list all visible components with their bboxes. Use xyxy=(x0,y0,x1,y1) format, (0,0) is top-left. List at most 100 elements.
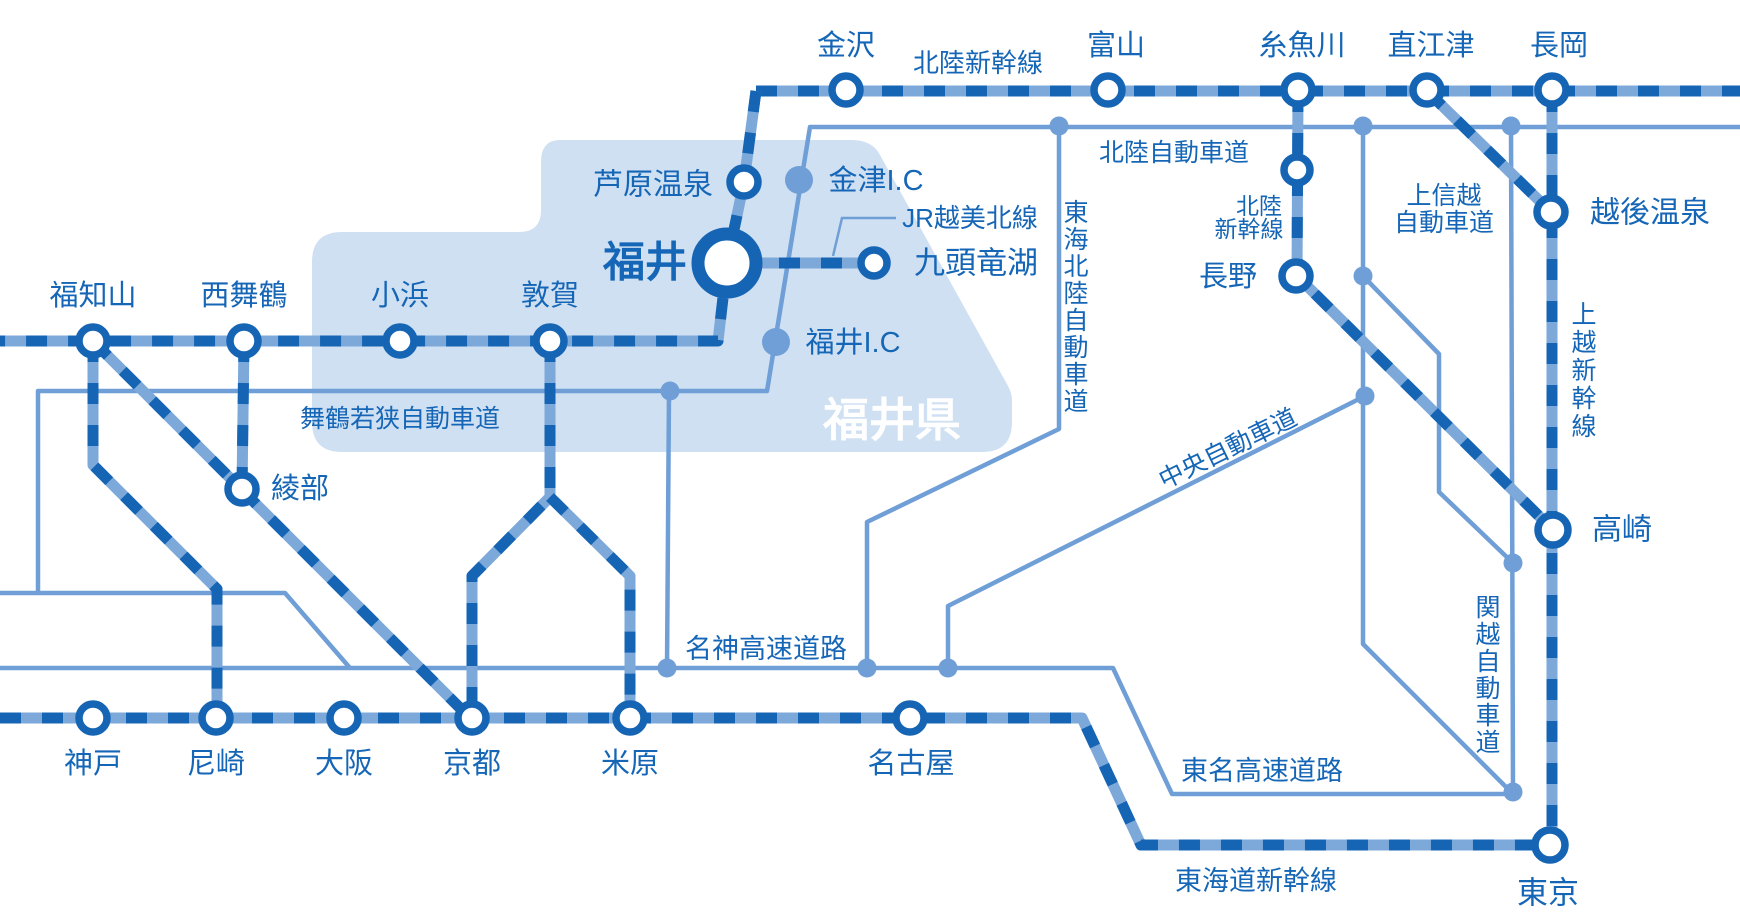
station-tokyo xyxy=(1531,826,1569,864)
label-kuzuryuko: 九頭竜湖 xyxy=(914,246,1038,281)
label-obama: 小浜 xyxy=(371,280,429,312)
road-junction-dot-8 xyxy=(1355,386,1375,406)
label-amagasaki: 尼崎 xyxy=(187,747,245,780)
station-amagasaki xyxy=(198,700,234,736)
kanetsu-expressway xyxy=(1508,125,1516,795)
label-kanetsu-expwy-char-5: 道 xyxy=(1475,729,1500,757)
label-maibara: 米原 xyxy=(601,747,659,780)
fukuchiyama-line xyxy=(87,341,223,718)
label-tokai-hokuriku-expwy-char-2: 北 xyxy=(1063,253,1088,281)
label-fukui-pref: 福井県 xyxy=(822,394,961,446)
label-tokai-hokuriku-expwy-char-1: 海 xyxy=(1063,226,1088,254)
station-tsuruga xyxy=(532,323,568,359)
label-itoigawa: 糸魚川 xyxy=(1258,29,1345,62)
road-junction-dot-3 xyxy=(660,381,680,401)
kanazu-ic-dot xyxy=(785,166,813,194)
label-nagano: 長野 xyxy=(1199,261,1257,293)
label-joetsu-shinkansen-char-2: 新 xyxy=(1571,357,1596,385)
fukui-ic-dot xyxy=(762,328,790,356)
nagano-chuo-expressway-east xyxy=(1360,126,1515,796)
road-junction-dot-2 xyxy=(1501,116,1521,136)
road-junction-dot-5 xyxy=(857,658,877,678)
naoetsu-echigo-line xyxy=(1423,87,1555,216)
label-kanetsu-expwy-char-0: 関 xyxy=(1475,594,1500,622)
label-jr-etsumi-hoku-line: JR越美北線 xyxy=(902,203,1038,233)
chuo-expressway-west xyxy=(945,393,1367,668)
station-osaka xyxy=(326,700,362,736)
station-unnamed-shinkansen xyxy=(1280,153,1314,187)
station-nagoya xyxy=(892,700,928,736)
label-kanetsu-expwy-char-4: 車 xyxy=(1475,702,1500,730)
road-junction-dot-7 xyxy=(1353,266,1373,286)
label-tokai-hokuriku-expwy-char-6: 車 xyxy=(1063,361,1088,389)
label-kanazawa: 金沢 xyxy=(817,29,875,62)
station-nagaoka xyxy=(1534,72,1570,108)
station-nishi-maizuru xyxy=(226,323,262,359)
label-osaka: 大阪 xyxy=(315,747,373,780)
label-fukuchiyama: 福知山 xyxy=(49,279,136,312)
label-awara-onsen: 芦原温泉 xyxy=(593,169,713,202)
label-joetsu-shinkansen-char-4: 線 xyxy=(1571,413,1596,441)
label-tokai-hokuriku-expwy-char-4: 自 xyxy=(1063,307,1088,335)
station-toyama xyxy=(1090,72,1126,108)
station-ayabe xyxy=(224,471,260,507)
station-fukui xyxy=(691,227,763,299)
label-fukui-ic: 福井I.C xyxy=(805,326,900,359)
label-maizuru-wakasa-expwy: 舞鶴若狭自動車道 xyxy=(300,405,500,433)
tokai-hokuriku-expressway xyxy=(864,126,1062,668)
tsuruga-maibara-line-base xyxy=(546,493,636,718)
label-tokai-hokuriku-expwy-char-3: 陸 xyxy=(1063,280,1088,308)
maizuru-wakasa-expressway xyxy=(35,388,670,593)
station-maibara xyxy=(612,700,648,736)
label-tokaido-shinkansen: 東海道新幹線 xyxy=(1175,866,1337,896)
station-kyoto xyxy=(454,700,490,736)
west-link-road xyxy=(0,590,352,670)
label-tokai-hokuriku-expwy-char-0: 東 xyxy=(1063,199,1088,227)
label-kanazu-ic: 金津I.C xyxy=(828,164,923,197)
maizuru-line-base xyxy=(236,340,250,490)
station-itoigawa xyxy=(1280,72,1316,108)
label-takasaki: 高崎 xyxy=(1592,514,1652,547)
label-kobe: 神戸 xyxy=(64,747,122,780)
label-tokyo: 東京 xyxy=(1517,876,1579,911)
fukui-prefecture-region xyxy=(312,140,1012,452)
label-tokai-hokuriku-expwy-char-5: 動 xyxy=(1063,334,1088,362)
road-junction-dot-9 xyxy=(1503,553,1523,573)
label-fukui: 福井 xyxy=(602,239,687,286)
jr-etsumi-hoku-callout xyxy=(831,216,896,257)
label-nagoya: 名古屋 xyxy=(867,747,954,780)
tsuruga-kyoto-line xyxy=(466,341,556,718)
label-tokai-hokuriku-expwy-char-7: 道 xyxy=(1063,388,1088,416)
meishin-tomei-expressway xyxy=(0,665,1513,797)
label-hokuriku-shinkansen: 北陸新幹線 xyxy=(913,48,1043,78)
label-joetsu-shinkansen-char-3: 幹 xyxy=(1571,385,1596,413)
label-kanetsu-expwy-char-1: 越 xyxy=(1475,621,1500,649)
tokaido-sanyo-line xyxy=(0,712,1550,851)
label-hokuriku-shinkansen-small-2: 新幹線 xyxy=(1215,216,1284,242)
label-nishi-maizuru: 西舞鶴 xyxy=(200,279,287,312)
label-kanetsu-expwy-char-2: 自 xyxy=(1475,648,1500,676)
hokuriku-shinkansen-south-base xyxy=(1291,90,1557,534)
tsuruga-maibara-line xyxy=(546,493,636,718)
label-toyama: 富山 xyxy=(1087,29,1145,62)
station-kuzuryuko xyxy=(857,246,891,280)
station-fukuchiyama xyxy=(75,323,111,359)
label-naoetsu: 直江津 xyxy=(1387,29,1474,62)
label-hokuriku-shinkansen-small-1: 北陸 xyxy=(1236,193,1282,219)
station-obama xyxy=(382,323,418,359)
station-kanazawa xyxy=(828,72,864,108)
label-joetsu-shinkansen-char-1: 越 xyxy=(1571,329,1596,357)
label-tsuruga: 敦賀 xyxy=(521,279,579,312)
station-naoetsu xyxy=(1409,72,1445,108)
label-nagaoka: 長岡 xyxy=(1530,30,1588,62)
station-kobe xyxy=(75,700,111,736)
label-ayabe: 綾部 xyxy=(271,472,329,505)
station-takasaki xyxy=(1534,511,1572,549)
label-joetsu-shinkansen-char-0: 上 xyxy=(1571,301,1596,329)
label-kyoto: 京都 xyxy=(443,747,501,780)
label-joshinetsu-expwy-2: 自動車道 xyxy=(1394,209,1494,237)
road-junction-dot-6 xyxy=(938,658,958,678)
hokuriku-expressway xyxy=(664,124,1740,669)
